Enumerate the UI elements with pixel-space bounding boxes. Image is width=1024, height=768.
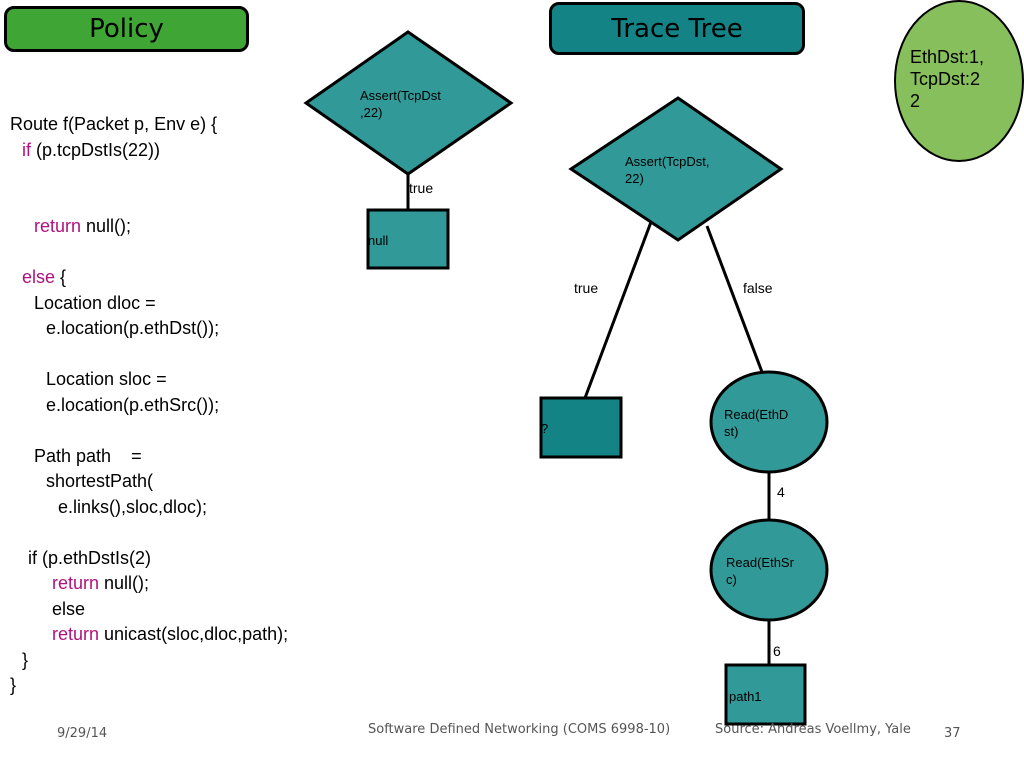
code-line: Route f(Packet p, Env e) { bbox=[10, 112, 217, 138]
code-text: shortestPath( bbox=[46, 471, 154, 491]
code-text: (p.tcpDstIs(22)) bbox=[31, 139, 161, 160]
code-line: else { bbox=[22, 265, 66, 291]
code-line: e.location(p.ethSrc()); bbox=[46, 393, 219, 419]
code-line: Location dloc = bbox=[34, 291, 156, 317]
code-line: e.location(p.ethDst()); bbox=[46, 316, 219, 342]
footer-course: Software Defined Networking (COMS 6998-1… bbox=[368, 722, 671, 737]
assert-tcpdst-node-2 bbox=[568, 96, 784, 242]
code-line: Path path = bbox=[34, 444, 142, 470]
code-keyword: else bbox=[22, 267, 56, 287]
code-line: if (p.ethDstIs(2) bbox=[28, 546, 151, 572]
code-text: null(); bbox=[99, 573, 150, 593]
code-line: if (p.tcpDstIs(22)) bbox=[22, 138, 160, 164]
code-text: null(); bbox=[81, 216, 132, 236]
footer-page-number: 37 bbox=[944, 726, 961, 741]
null-leaf-label: null bbox=[368, 233, 388, 248]
footer-source: Source: Andreas Voellmy, Yale bbox=[715, 722, 911, 737]
read-ethsrc-node bbox=[709, 518, 829, 622]
edge-label-true-2: true bbox=[574, 280, 598, 296]
read-ethdst-node bbox=[709, 370, 829, 474]
code-text: Location dloc = bbox=[34, 292, 156, 313]
code-line: shortestPath( bbox=[46, 469, 153, 495]
trace-tree-title: Trace Tree bbox=[549, 2, 805, 55]
code-line: Location sloc = bbox=[46, 367, 167, 393]
code-text: if (p.ethDstIs(2) bbox=[28, 547, 152, 568]
code-line: return null(); bbox=[52, 571, 149, 597]
footer-date: 9/29/14 bbox=[57, 726, 108, 741]
code-text: { bbox=[55, 267, 67, 287]
code-line: else bbox=[52, 597, 85, 623]
code-line: return unicast(sloc,dloc,path); bbox=[52, 622, 288, 648]
edge-label-true-1: true bbox=[409, 180, 433, 196]
code-text: Path path = bbox=[34, 445, 142, 466]
code-text: Route f(Packet p, Env e) { bbox=[10, 114, 218, 134]
null-leaf-node bbox=[366, 208, 450, 270]
code-keyword: if bbox=[22, 139, 31, 160]
assert-tcpdst-node-1 bbox=[303, 30, 514, 176]
code-line: return null(); bbox=[34, 214, 131, 240]
code-text: Location sloc = bbox=[46, 369, 167, 389]
edge-label-false: false bbox=[743, 280, 773, 296]
edge-label-4: 4 bbox=[777, 484, 785, 500]
policy-title-text: Policy bbox=[89, 14, 164, 44]
policy-title: Policy bbox=[4, 6, 249, 52]
code-line: e.links(),sloc,dloc); bbox=[58, 495, 207, 521]
code-text: e.links(),sloc,dloc); bbox=[58, 496, 208, 517]
code-line: } bbox=[22, 648, 28, 674]
code-text: e.location(p.ethDst()); bbox=[46, 318, 220, 338]
edge-assert2-false bbox=[705, 225, 764, 373]
assert-tcpdst-label-2: Assert(TcpDst,22) bbox=[625, 154, 710, 186]
code-keyword: return bbox=[52, 573, 100, 593]
code-text: e.location(p.ethSrc()); bbox=[46, 394, 220, 415]
unknown-leaf-label: ? bbox=[541, 421, 548, 436]
path-leaf-node bbox=[724, 663, 807, 726]
assert-tcpdst-label-1: Assert(TcpDst,22) bbox=[360, 88, 441, 120]
code-line: } bbox=[10, 673, 16, 699]
code-text: } bbox=[22, 649, 29, 670]
code-keyword: return bbox=[34, 216, 82, 236]
edge-assert2-true bbox=[583, 221, 653, 399]
edge-label-6: 6 bbox=[773, 643, 781, 659]
code-keyword: return bbox=[52, 624, 100, 644]
code-text: else bbox=[52, 598, 86, 619]
code-text: } bbox=[10, 675, 17, 695]
state-bubble-text: EthDst:1, TcpDst:2 2 bbox=[910, 47, 985, 111]
unknown-leaf-node bbox=[539, 396, 623, 459]
code-text: unicast(sloc,dloc,path); bbox=[99, 624, 289, 644]
path-leaf-label: path1 bbox=[729, 689, 762, 704]
trace-tree-title-text: Trace Tree bbox=[611, 13, 743, 44]
state-bubble bbox=[894, 0, 1024, 162]
